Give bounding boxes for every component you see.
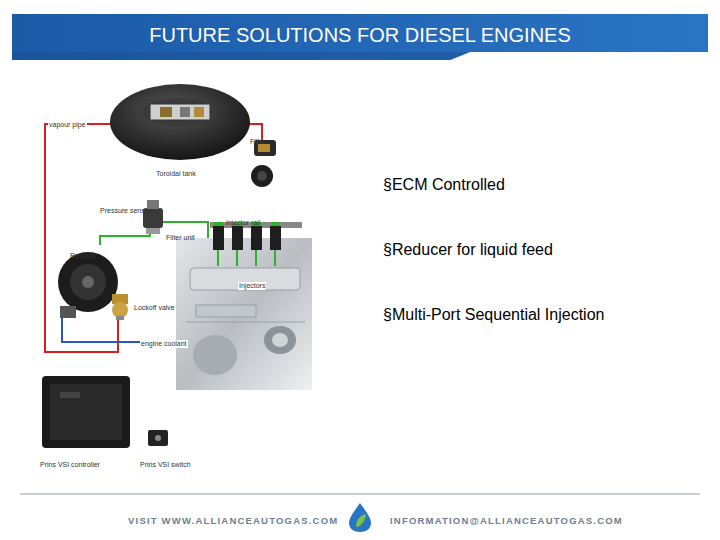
label-holder: Injector rail bbox=[226, 211, 260, 229]
slide-title: FUTURE SOLUTIONS FOR DIESEL ENGINES bbox=[149, 24, 571, 47]
part-label: Filter unit bbox=[166, 234, 195, 242]
part-label: vapour pipe bbox=[48, 121, 87, 129]
tank-picture bbox=[110, 84, 250, 160]
label-holder: Pressure sensor bbox=[100, 199, 151, 217]
label-holder: VISIT WWW.ALLIANCEAUTOGAS.COM bbox=[128, 510, 338, 528]
footer-rule bbox=[20, 493, 700, 495]
title-band bbox=[12, 14, 708, 60]
reducer-picture bbox=[58, 252, 118, 318]
part-label: Filler bbox=[250, 138, 265, 146]
part-label: Reducer bbox=[70, 252, 96, 260]
bullet-text: §ECM Controlled bbox=[383, 176, 505, 194]
label-holder: Toroidal tank bbox=[156, 162, 196, 180]
part-label: Injector rail bbox=[226, 219, 260, 227]
title-holder: FUTURE SOLUTIONS FOR DIESEL ENGINES bbox=[12, 24, 708, 47]
switch-picture bbox=[148, 430, 168, 446]
bullet-text: §Reducer for liquid feed bbox=[383, 241, 553, 259]
label-holder: Reducer bbox=[70, 244, 96, 262]
label-holder: Prins VSI switch bbox=[140, 453, 191, 471]
controller-picture bbox=[42, 376, 130, 448]
footer-text: INFORMATION@ALLIANCEAUTOGAS.COM bbox=[390, 516, 623, 527]
label-holder: §Multi-Port Sequential Injection bbox=[383, 306, 703, 324]
part-label: Pressure sensor bbox=[100, 207, 151, 215]
injector-rail-picture bbox=[210, 222, 302, 266]
part-label: Prins VSI controller bbox=[40, 461, 100, 469]
part-label: Injectors bbox=[238, 282, 266, 290]
label-holder: vapour pipe bbox=[48, 113, 87, 131]
label-holder: INFORMATION@ALLIANCEAUTOGAS.COM bbox=[390, 510, 623, 528]
label-holder: §ECM Controlled bbox=[383, 176, 703, 194]
part-label: Toroidal tank bbox=[156, 170, 196, 178]
filter-picture bbox=[143, 200, 163, 234]
bullet-text: §Multi-Port Sequential Injection bbox=[383, 306, 604, 324]
engine-picture bbox=[176, 238, 312, 390]
part-label: engine coolant bbox=[140, 340, 188, 348]
label-holder: §Reducer for liquid feed bbox=[383, 241, 703, 259]
part-label: Lockoff valve bbox=[134, 304, 175, 312]
label-holder: Filler bbox=[250, 130, 265, 148]
label-holder: Filter unit bbox=[166, 226, 195, 244]
filler-picture bbox=[251, 140, 276, 187]
label-holder: Injectors bbox=[238, 274, 266, 292]
lockoff-valve-picture bbox=[112, 294, 128, 320]
part-label: Prins VSI switch bbox=[140, 461, 191, 469]
label-holder: engine coolant bbox=[140, 332, 188, 350]
logo-icon bbox=[349, 503, 371, 532]
label-holder: Prins VSI controller bbox=[40, 453, 100, 471]
footer-text: VISIT WWW.ALLIANCEAUTOGAS.COM bbox=[128, 516, 338, 527]
label-holder: Lockoff valve bbox=[134, 296, 175, 314]
